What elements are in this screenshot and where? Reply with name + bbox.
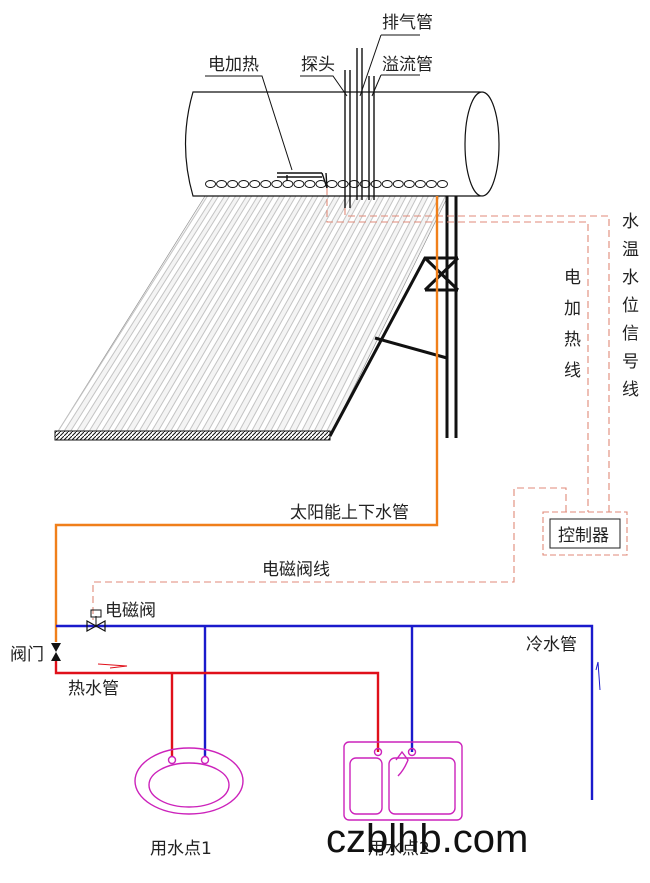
label-solenoid-line: 电磁阀线 bbox=[262, 560, 330, 580]
tube-socket bbox=[282, 180, 294, 188]
solenoid-valve-symbol bbox=[86, 609, 106, 633]
tube-socket bbox=[304, 180, 316, 188]
label-solar-pipe: 太阳能上下水管 bbox=[290, 503, 409, 523]
tube-socket bbox=[293, 180, 305, 188]
tube-socket bbox=[216, 180, 228, 188]
solar-up-down-pipe bbox=[54, 196, 439, 642]
electric-heating-line-path bbox=[326, 188, 589, 512]
label-overflow-pipe: 溢流管 bbox=[382, 55, 433, 75]
label-water-point-2: 用水点2 bbox=[368, 839, 430, 859]
label-valve: 阀门 bbox=[10, 645, 44, 665]
tube-socket bbox=[238, 180, 250, 188]
collector-panel bbox=[54, 195, 449, 441]
collector-bottom-rail bbox=[54, 430, 331, 441]
collector-tubes bbox=[57, 195, 447, 432]
tube-socket bbox=[337, 180, 349, 188]
label-electric-heating-line: 电加热线 bbox=[560, 268, 581, 392]
label-probe: 探头 bbox=[301, 55, 335, 75]
tube-sockets bbox=[205, 180, 448, 188]
tube-socket bbox=[359, 180, 371, 188]
tube-socket bbox=[348, 180, 360, 188]
support-frame bbox=[328, 196, 460, 438]
water-point-2-sink bbox=[343, 741, 463, 821]
tube-socket bbox=[370, 180, 382, 188]
main-valve bbox=[51, 643, 61, 661]
tube-socket bbox=[249, 180, 261, 188]
dashed-signal-lines bbox=[92, 188, 610, 620]
tube-socket bbox=[414, 180, 426, 188]
water-point-1-basin bbox=[134, 747, 244, 815]
controller-feed-line bbox=[92, 487, 567, 620]
hot-water-pipe bbox=[54, 658, 380, 757]
tube-socket bbox=[437, 180, 448, 188]
label-controller: 控制器 bbox=[558, 526, 609, 546]
label-exhaust-pipe: 排气管 bbox=[382, 13, 433, 33]
tube-socket bbox=[392, 180, 404, 188]
label-solenoid-valve: 电磁阀 bbox=[105, 601, 156, 621]
cold-water-pipe bbox=[56, 624, 601, 800]
label-hot-pipe: 热水管 bbox=[68, 679, 119, 699]
tube-socket bbox=[425, 180, 437, 188]
tube-socket bbox=[403, 180, 415, 188]
tube-socket bbox=[227, 180, 239, 188]
tube-socket bbox=[381, 180, 393, 188]
tube-socket bbox=[271, 180, 283, 188]
electric-heater-element bbox=[277, 172, 328, 189]
tube-socket bbox=[205, 180, 216, 188]
watermark-text: czblhb.com bbox=[326, 817, 528, 861]
label-electric-heating: 电加热 bbox=[208, 55, 259, 75]
temp-level-signal-line-path bbox=[344, 208, 610, 512]
tube-socket bbox=[260, 180, 272, 188]
controller-box bbox=[542, 511, 628, 556]
label-temp-level-signal-line: 水温水位信号线 bbox=[618, 212, 639, 408]
label-water-point-1: 用水点1 bbox=[150, 839, 212, 859]
water-tank bbox=[184, 48, 500, 208]
label-leaders bbox=[205, 34, 420, 171]
label-cold-pipe: 冷水管 bbox=[526, 635, 577, 655]
